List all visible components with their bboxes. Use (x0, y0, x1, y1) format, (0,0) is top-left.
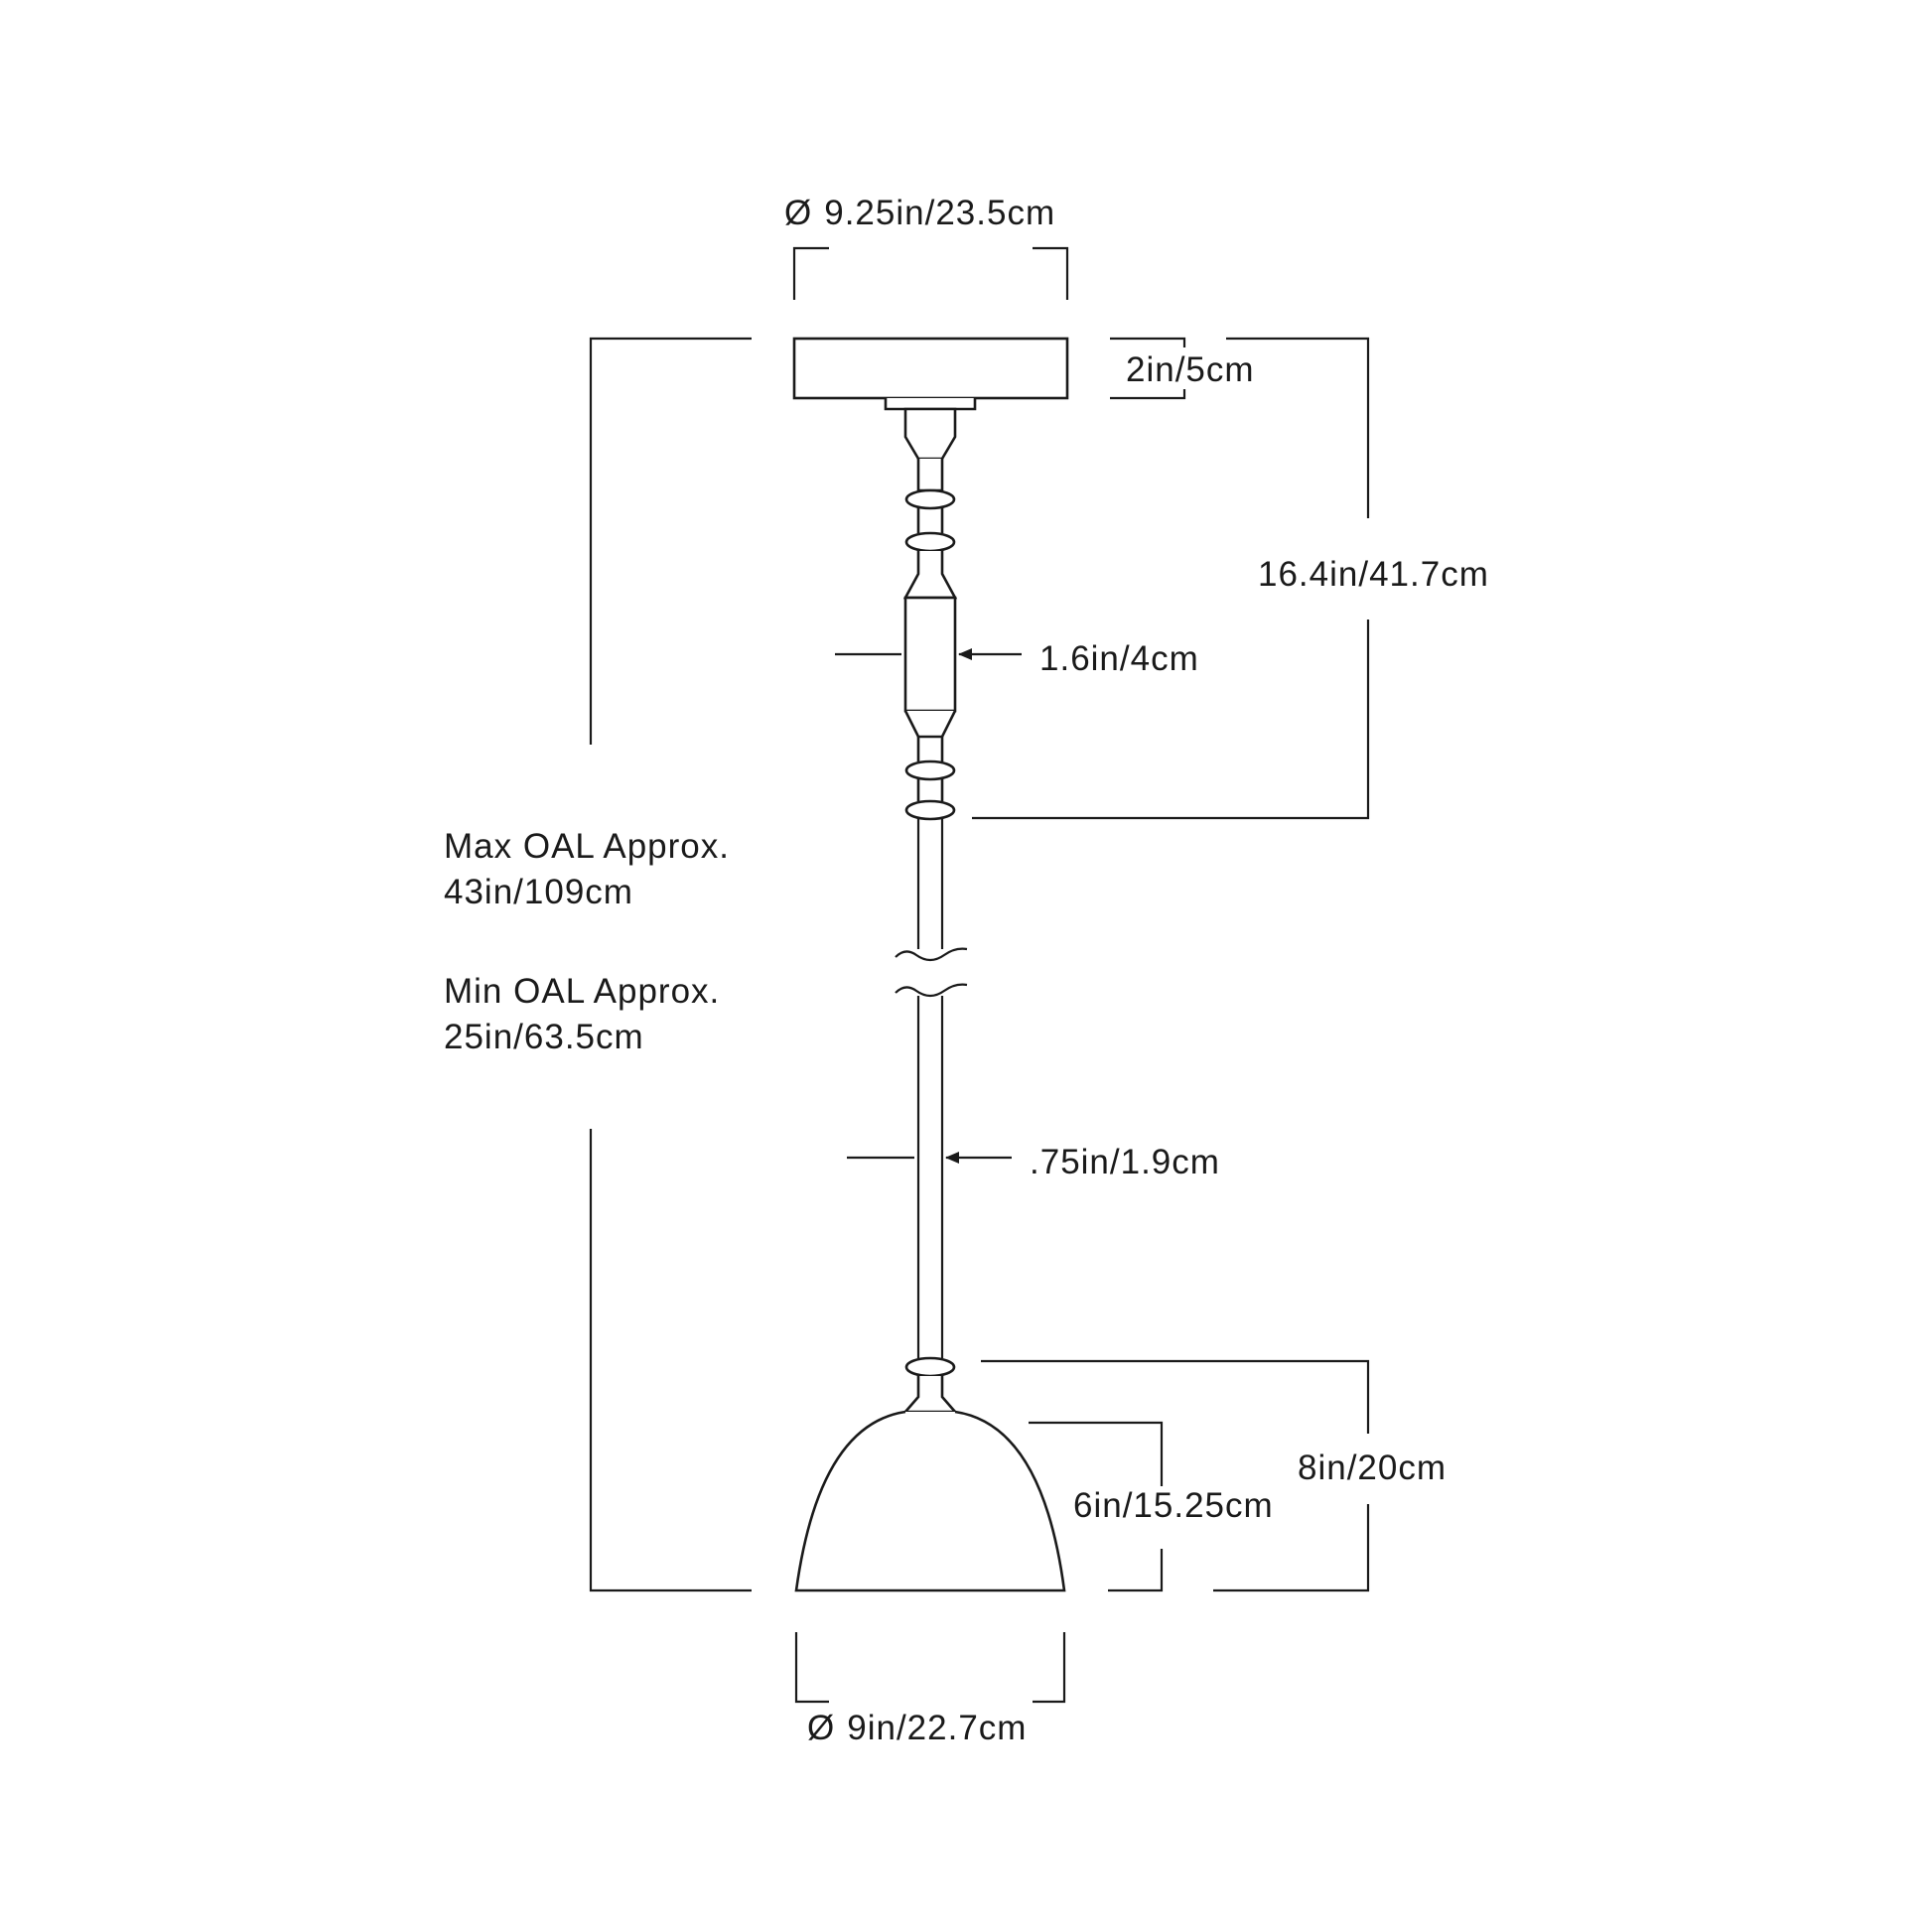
stem-ring-2 (904, 531, 956, 553)
min-oal-value: 25in/63.5cm (444, 1018, 644, 1056)
shade-diameter-bracket (794, 1632, 1066, 1704)
shade-height-bracket (1029, 1421, 1164, 1592)
upper-length-label: 16.4in/41.7cm (1258, 555, 1489, 594)
shade (794, 1410, 1066, 1592)
stem-rod-lower (916, 996, 944, 1358)
stem-connector-1 (916, 508, 944, 533)
stem-connector-3 (916, 779, 944, 801)
canopy-height-bracket (1110, 337, 1186, 400)
shade-assembly-bracket (981, 1359, 1370, 1592)
canopy-height-label: 2in/5cm (1126, 350, 1255, 389)
stem-lower-taper (903, 710, 957, 739)
stem-upper-taper (902, 551, 958, 600)
canopy-neck (884, 398, 977, 411)
shade-assembly-label: 8in/20cm (1298, 1449, 1447, 1487)
shade-height-label: 6in/15.25cm (1073, 1486, 1274, 1525)
stem-ring-5 (904, 1356, 956, 1378)
stem-connector-2 (916, 737, 944, 761)
stem-break-top (895, 947, 968, 962)
stem-ring-3 (904, 759, 956, 781)
stem-top-neck (916, 459, 944, 492)
stem-top-collar (903, 407, 957, 461)
max-oal-value: 43in/109cm (444, 873, 633, 911)
max-oal-label: Max OAL Approx. (444, 827, 730, 866)
overall-length-bracket (589, 337, 752, 1592)
diameter-icon: Ø (784, 194, 812, 232)
stem-break-bottom (895, 983, 968, 998)
canopy-diameter-bracket (792, 246, 1069, 300)
stem-wide-section (903, 596, 957, 713)
stem-ring-4 (904, 799, 956, 821)
min-oal-label: Min OAL Approx. (444, 972, 720, 1011)
narrow-width-label: .75in/1.9cm (1030, 1143, 1220, 1181)
fixture (792, 337, 1069, 1592)
upper-length-bracket (972, 337, 1370, 820)
stem-ring-1 (904, 488, 956, 510)
dimension-lines (589, 246, 1370, 1704)
stem-rod-upper (916, 819, 944, 949)
diameter-icon: Ø (807, 1709, 835, 1747)
shade-neck (902, 1376, 958, 1414)
wide-width-label: 1.6in/4cm (1039, 639, 1199, 678)
canopy (792, 337, 1069, 400)
